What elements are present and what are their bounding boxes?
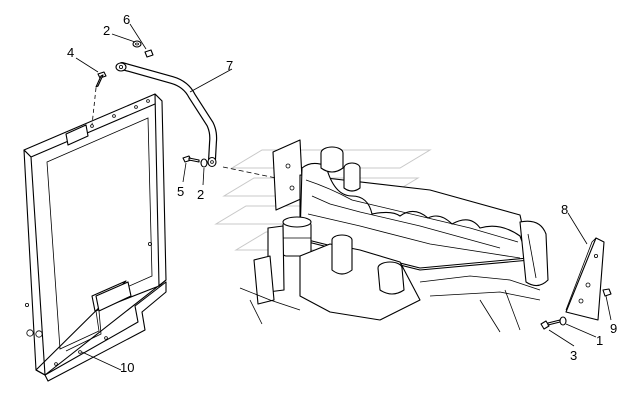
callout-2-lower: 2 <box>197 187 204 202</box>
callout-5: 5 <box>177 184 184 199</box>
callout-1: 1 <box>596 333 603 348</box>
support-rod <box>115 62 218 168</box>
leader-lines <box>75 23 612 371</box>
callout-10: 10 <box>120 360 134 375</box>
callout-2-top: 2 <box>103 23 110 38</box>
bolt-4-guide-line <box>91 87 97 126</box>
callout-3: 3 <box>570 348 577 363</box>
fasteners <box>95 40 612 330</box>
radiator-shroud <box>23 93 167 382</box>
callout-4: 4 <box>67 45 74 60</box>
callout-7: 7 <box>226 58 233 73</box>
callout-9: 9 <box>610 321 617 336</box>
mounting-bracket <box>565 237 605 321</box>
callouts: 1 2 2 3 4 5 6 7 8 9 10 <box>67 12 617 375</box>
callout-6: 6 <box>123 12 130 27</box>
callout-8: 8 <box>561 202 568 217</box>
engine-assembly <box>222 139 549 333</box>
